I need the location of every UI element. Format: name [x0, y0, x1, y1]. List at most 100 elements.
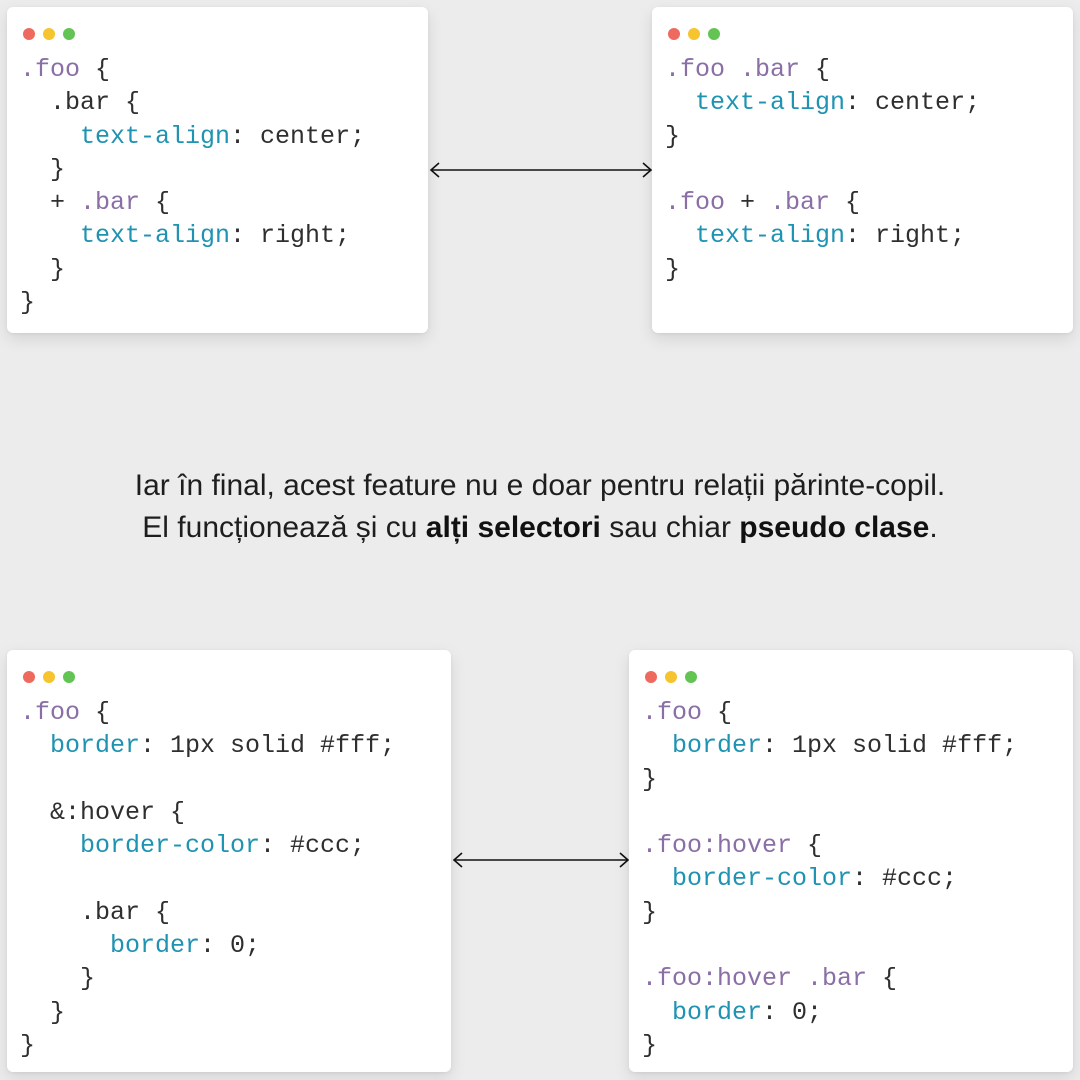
code-property: border-color — [672, 864, 853, 894]
code-text: .bar { — [20, 897, 171, 927]
code-text: : right; — [845, 221, 966, 251]
window-controls — [23, 671, 75, 683]
maximize-dot-icon — [685, 671, 697, 683]
code-line: } — [20, 996, 395, 1029]
maximize-dot-icon — [708, 28, 720, 40]
maximize-dot-icon — [63, 671, 75, 683]
explanation-caption: Iar în final, acest feature nu e doar pe… — [0, 465, 1080, 549]
double-arrow-icon — [452, 852, 630, 868]
code-text: : center; — [230, 121, 366, 151]
code-text — [20, 221, 80, 250]
window-controls — [645, 671, 697, 683]
close-dot-icon — [668, 28, 680, 40]
code-text: } — [20, 254, 66, 284]
code-text — [642, 864, 672, 893]
code-text: : 0; — [762, 997, 823, 1027]
caption-text: sau chiar — [600, 511, 740, 544]
code-text — [20, 931, 110, 960]
code-text: } — [665, 254, 681, 284]
code-line: border-color: #ccc; — [20, 829, 395, 862]
code-line: } — [20, 153, 365, 186]
code-selector: .foo:hover — [642, 831, 793, 861]
minimize-dot-icon — [665, 671, 677, 683]
code-line: } — [665, 253, 980, 286]
code-text — [20, 122, 80, 151]
double-arrow-icon — [429, 162, 653, 178]
code-property: border-color — [80, 831, 261, 861]
code-line: } — [20, 253, 365, 286]
code-text: } — [665, 121, 681, 151]
code-line — [642, 796, 1017, 829]
code-selector: .foo — [665, 188, 726, 218]
code-property: border — [672, 997, 763, 1027]
code-block: .foo .bar { text-align: center;} .foo + .… — [665, 53, 980, 286]
code-text: } — [642, 1030, 658, 1060]
code-line: text-align: right; — [20, 219, 365, 252]
code-text: { — [80, 55, 111, 84]
code-line: text-align: right; — [665, 219, 980, 252]
code-text: { — [867, 964, 898, 994]
code-line — [642, 929, 1017, 962]
code-property: text-align — [80, 121, 231, 151]
code-line: border: 1px solid #fff; — [642, 729, 1017, 762]
minimize-dot-icon — [43, 28, 55, 40]
code-text: : #ccc; — [852, 864, 958, 894]
code-line: &:hover { — [20, 796, 395, 829]
code-text: } — [642, 764, 658, 794]
caption-line-1: Iar în final, acest feature nu e doar pe… — [134, 469, 946, 502]
code-line: } — [20, 286, 365, 319]
window-controls — [668, 28, 720, 40]
code-line: } — [642, 896, 1017, 929]
caption-emphasis-pseudo-classes: pseudo clase — [739, 511, 930, 544]
code-text — [642, 731, 672, 760]
code-text: { — [800, 55, 831, 84]
code-line: border: 0; — [642, 996, 1017, 1029]
code-text: } — [20, 154, 66, 184]
code-property: text-align — [695, 88, 846, 118]
code-line: .foo:hover .bar { — [642, 962, 1017, 995]
code-text: { — [80, 698, 111, 727]
code-block: .foo { border: 1px solid #fff;} .foo:hove… — [642, 696, 1017, 1062]
code-block: .foo { .bar { text-align: center; } + .b… — [20, 53, 365, 319]
code-line: .foo { — [20, 53, 365, 86]
code-card-nested-hover: .foo { border: 1px solid #fff; &:hover {… — [7, 650, 451, 1072]
code-line: .bar { — [20, 896, 395, 929]
code-selector: .foo .bar — [665, 55, 801, 84]
code-line: .foo:hover { — [642, 829, 1017, 862]
close-dot-icon — [23, 671, 35, 683]
code-line: } — [20, 962, 395, 995]
code-line: border-color: #ccc; — [642, 862, 1017, 895]
code-selector: .foo — [642, 698, 703, 727]
code-line: .bar { — [20, 86, 365, 119]
code-text — [665, 88, 695, 117]
code-text — [20, 731, 50, 760]
code-selector: .bar — [770, 188, 831, 218]
code-line — [20, 862, 395, 895]
code-line: .foo .bar { — [665, 53, 980, 86]
code-line — [20, 763, 395, 796]
code-text: + — [725, 188, 771, 218]
code-text: : 1px solid #fff; — [140, 731, 396, 761]
code-text: : #ccc; — [260, 831, 366, 861]
caption-line-2: El funcționează și cu alți selectori sau… — [0, 507, 1080, 549]
code-line: text-align: center; — [20, 120, 365, 153]
code-text: : center; — [845, 88, 981, 118]
code-property: border — [50, 731, 141, 761]
code-line: } — [665, 120, 980, 153]
code-line: } — [642, 1029, 1017, 1062]
code-text: } — [642, 897, 658, 927]
code-text: + — [20, 188, 81, 218]
code-line: } — [20, 1029, 395, 1062]
code-text: { — [140, 188, 171, 218]
code-line — [665, 153, 980, 186]
code-property: border — [672, 731, 763, 761]
caption-text: . — [929, 511, 938, 544]
code-line: border: 1px solid #fff; — [20, 729, 395, 762]
code-line: .foo + .bar { — [665, 186, 980, 219]
code-text: { — [792, 831, 823, 861]
code-text: &:hover { — [20, 797, 186, 827]
code-line: text-align: center; — [665, 86, 980, 119]
code-line: } — [642, 763, 1017, 796]
code-text — [665, 221, 695, 250]
code-text: { — [830, 188, 861, 218]
